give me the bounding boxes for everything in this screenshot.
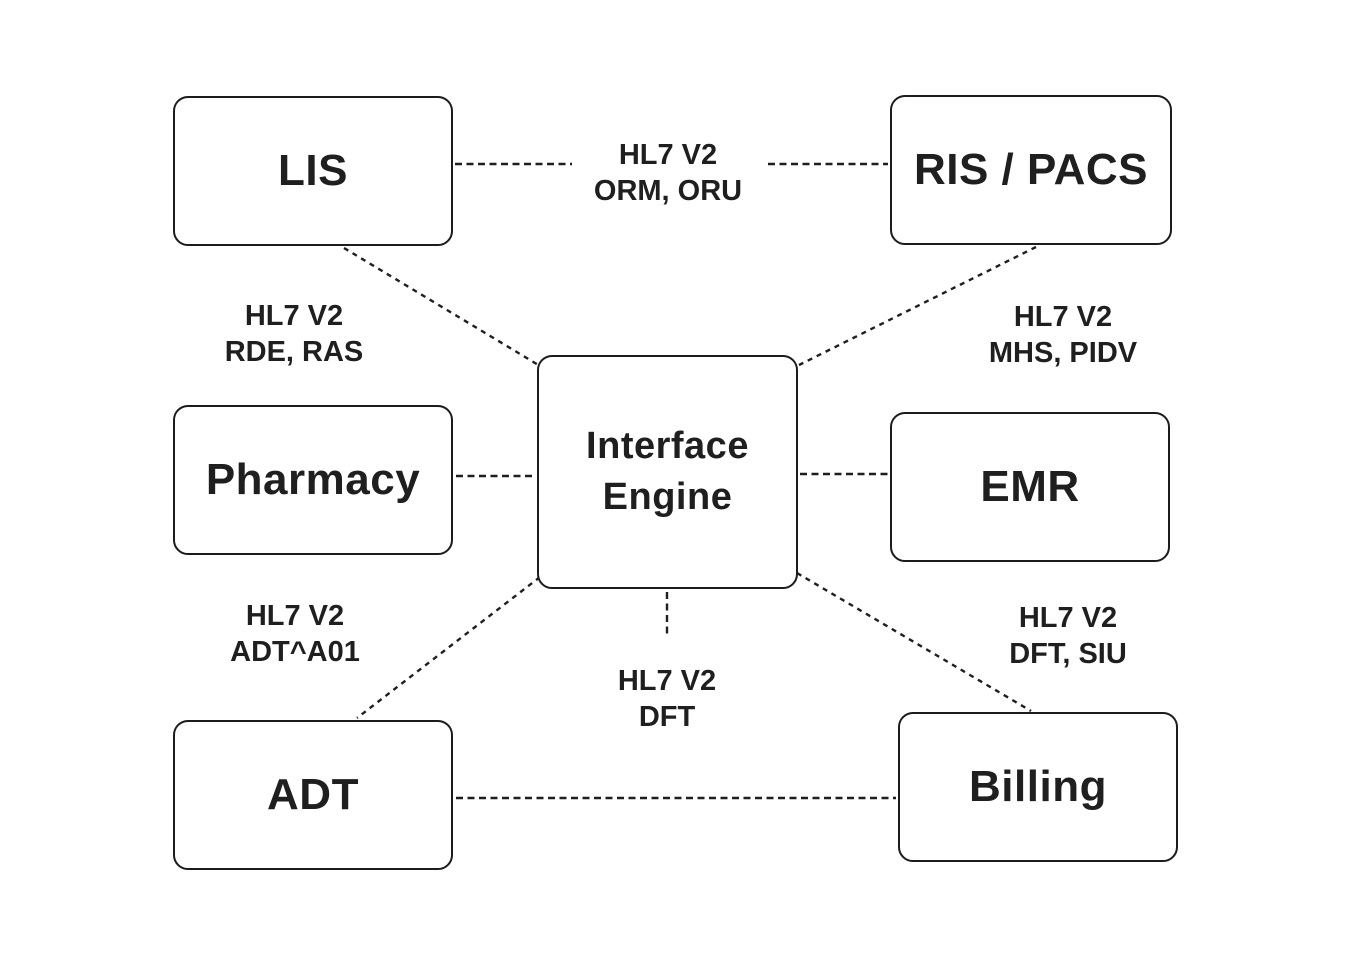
edge-label-engine-dft-line2: DFT: [638, 701, 696, 733]
edge-label-lis-rispacs-line2: ORM, ORU: [593, 175, 743, 207]
edge-label-rispacs-engine: HL7 V2 MHS, PIDV: [953, 299, 1173, 371]
node-pharmacy: Pharmacy: [173, 405, 453, 555]
edge-label-billing-engine: HL7 V2 DFT, SIU: [958, 600, 1178, 672]
node-lis-label: LIS: [278, 146, 348, 195]
node-billing-label: Billing: [969, 762, 1107, 811]
edge-label-lis-engine-line2: RDE, RAS: [224, 336, 364, 368]
node-billing: Billing: [898, 712, 1178, 862]
edge-label-rispacs-engine-line1: HL7 V2: [1013, 301, 1113, 333]
edge-label-adt-engine-line2: ADT^A01: [230, 636, 360, 668]
node-pharmacy-label: Pharmacy: [205, 455, 421, 504]
node-adt-label: ADT: [267, 770, 359, 819]
node-ris-pacs: RIS / PACS: [890, 95, 1172, 245]
node-emr-label: EMR: [980, 462, 1080, 511]
edge-label-billing-engine-line1: HL7 V2: [1018, 602, 1118, 634]
node-adt: ADT: [173, 720, 453, 870]
edge-label-rispacs-engine-line2: MHS, PIDV: [988, 337, 1138, 369]
node-emr: EMR: [890, 412, 1170, 562]
edge-label-billing-engine-line2: DFT, SIU: [1009, 638, 1127, 670]
node-lis: LIS: [173, 96, 453, 246]
edge-label-lis-engine: HL7 V2 RDE, RAS: [184, 298, 404, 370]
node-ris-pacs-label: RIS / PACS: [913, 145, 1148, 194]
edge-lis-to-engine: [343, 246, 541, 368]
edge-label-lis-engine-line1: HL7 V2: [244, 300, 344, 332]
node-interface-engine-label-line1: Interface: [586, 425, 749, 467]
edge-label-lis-rispacs: HL7 V2 ORM, ORU: [558, 137, 778, 209]
node-interface-engine-label-line2: Engine: [602, 476, 733, 518]
edge-label-adt-engine: HL7 V2 ADT^A01: [185, 598, 405, 670]
edge-label-lis-rispacs-line1: HL7 V2: [618, 139, 718, 171]
edge-label-engine-dft-line1: HL7 V2: [617, 665, 717, 697]
node-interface-engine: Interface Engine: [537, 355, 798, 589]
edge-rispacs-to-engine: [798, 245, 1037, 367]
edge-label-adt-engine-line1: HL7 V2: [245, 600, 345, 632]
edge-label-engine-dft: HL7 V2 DFT: [557, 663, 777, 735]
edge-engine-to-adt: [356, 576, 541, 719]
